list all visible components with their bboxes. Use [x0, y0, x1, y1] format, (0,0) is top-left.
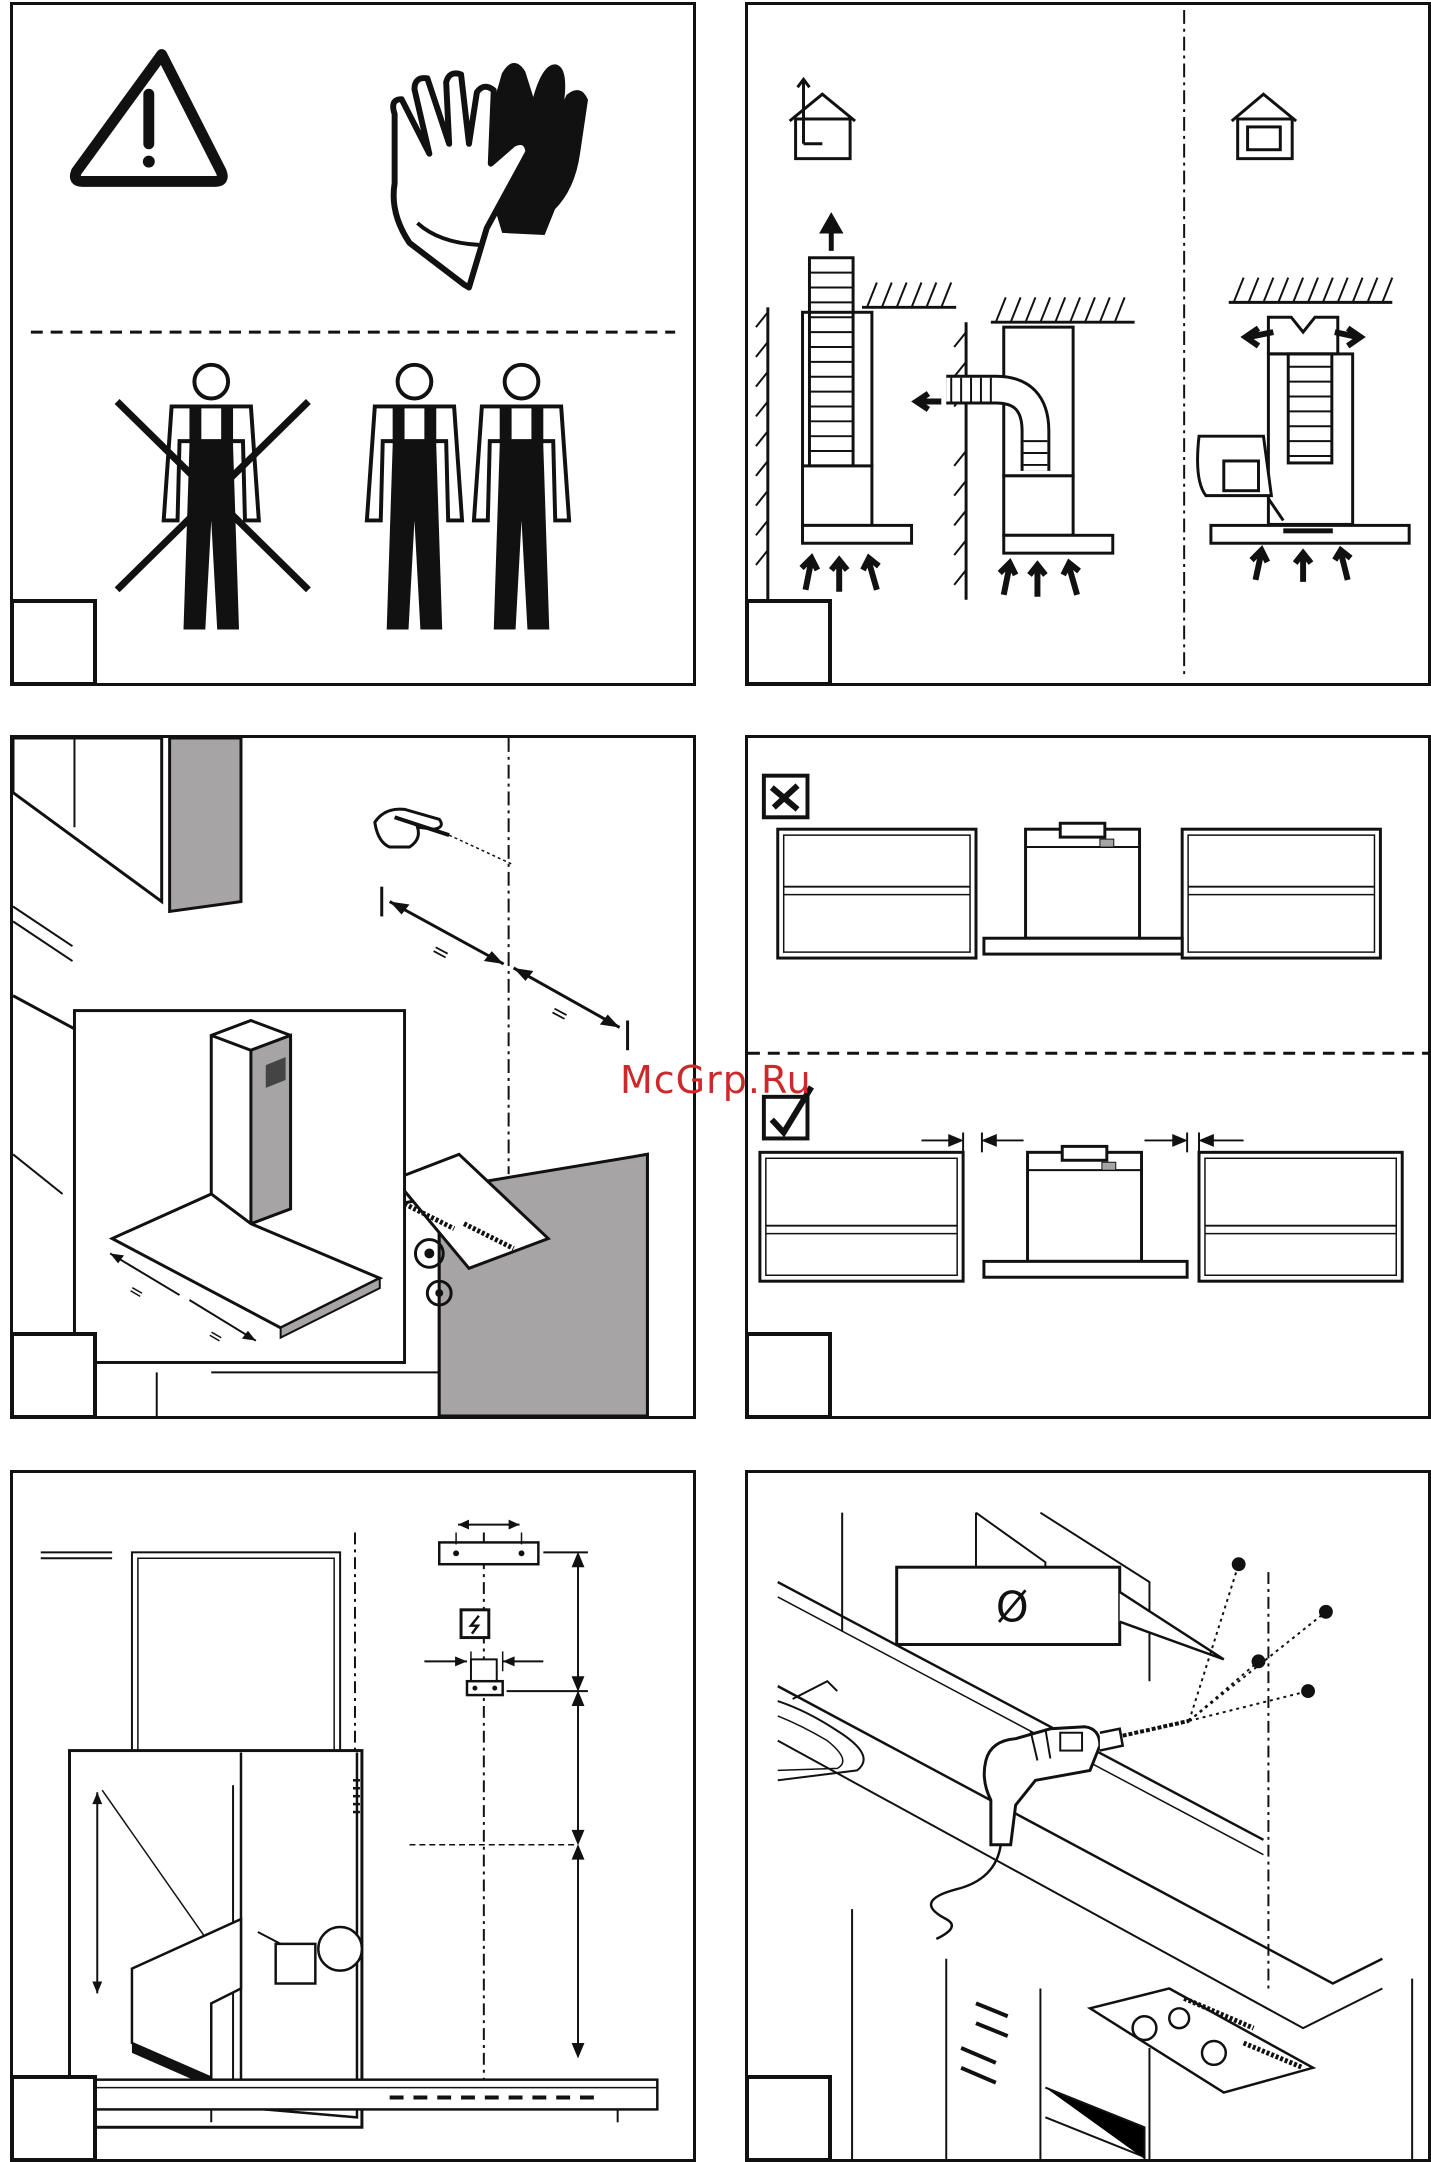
step-number-box: [745, 599, 832, 686]
cooktop: [1090, 1988, 1313, 2092]
svg-text:=: =: [427, 937, 455, 968]
panel-3-marking: = = = =: [10, 735, 696, 1419]
panel-2-airflow-modes: [745, 2, 1431, 686]
house-recirculation-icon: [1232, 94, 1296, 158]
step-number-box: [10, 2075, 97, 2162]
panel-4-clearance: [745, 735, 1431, 1419]
panel-6-drawing: Ø: [748, 1473, 1428, 2159]
panel-1-drawing: [13, 5, 693, 683]
panel-3-drawing: = = = =: [13, 738, 693, 1416]
panel-5-drawing: [13, 1473, 693, 2159]
top-bracket: [439, 1520, 538, 1565]
panel-4-drawing: [748, 738, 1428, 1416]
recirculation-hood: [1198, 278, 1410, 582]
hood-inset-icon: = =: [74, 1011, 404, 1363]
dimension-arrows-icon: [507, 1552, 588, 2056]
ducted-hood-wall-horizontal: [917, 297, 1135, 599]
svg-text:=: =: [545, 999, 573, 1030]
hand-with-pencil-icon: [375, 809, 514, 865]
protective-gloves-icon: [393, 65, 586, 288]
equal-distance-arrows-icon: = =: [382, 887, 628, 1051]
panel-1-safety: [10, 2, 696, 686]
cabinet-inset: [70, 1751, 362, 2128]
panel-6-drilling: Ø: [745, 1470, 1431, 2162]
electric-warning-icon: [461, 1610, 489, 1638]
step-number-box: [745, 1332, 832, 1419]
diameter-callout: Ø: [897, 1567, 1224, 1659]
watermark-text: McGrp.Ru: [620, 1058, 812, 1102]
wrong-cross-checkbox-icon: [764, 776, 808, 818]
single-installer-crossed-icon: [117, 365, 308, 630]
step-number-box: [10, 1332, 97, 1419]
house-ducted-icon: [790, 79, 855, 158]
panel-2-drawing: [748, 5, 1428, 683]
drill-icon: [931, 1721, 1189, 1939]
airflow-arrow-icon: [823, 217, 839, 251]
panel-5-dimensions: [10, 1470, 696, 2162]
drill-points: [1189, 1557, 1333, 1721]
step-number-box: [745, 2075, 832, 2162]
warning-triangle-icon: [75, 55, 222, 182]
step-number-box: [10, 599, 97, 686]
two-installers-icon: [367, 365, 569, 630]
diameter-symbol-icon: Ø: [996, 1583, 1029, 1632]
